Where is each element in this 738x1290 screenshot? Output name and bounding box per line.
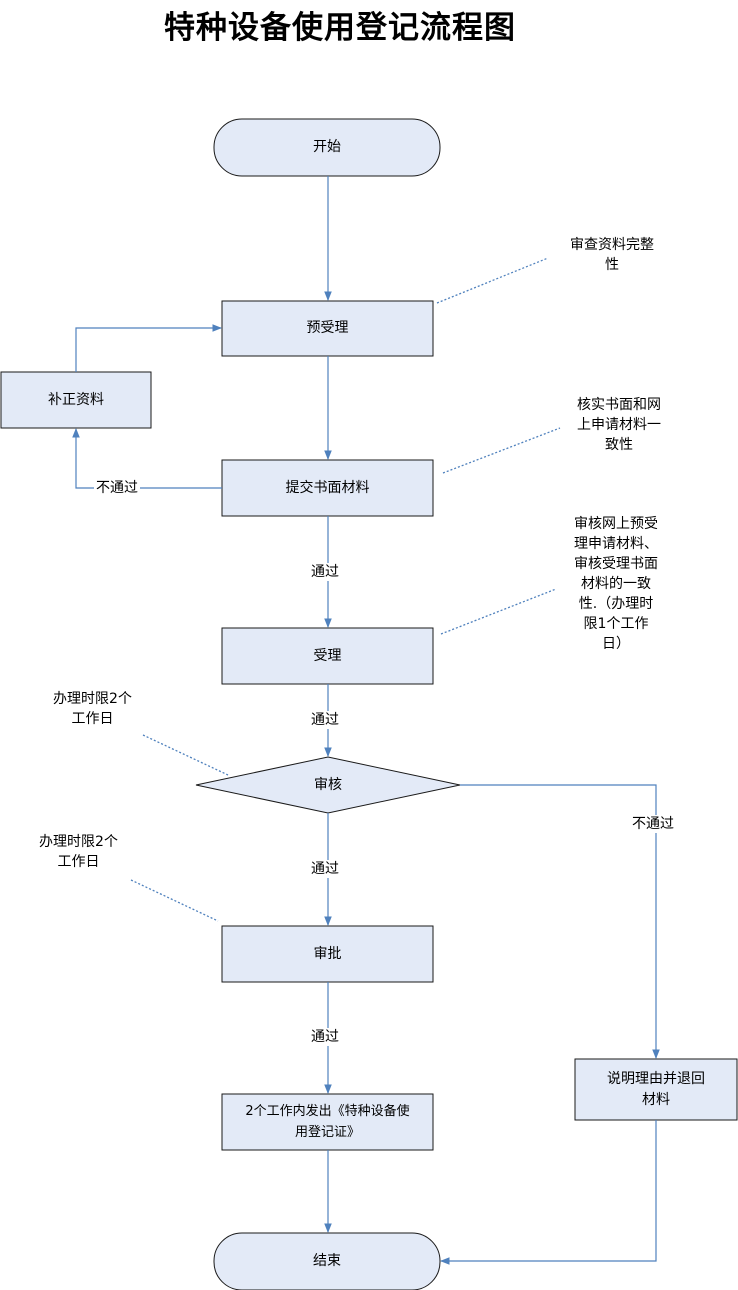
accept-box: [221, 627, 434, 685]
edge-label-approve-pass: 通过: [309, 1028, 341, 1046]
note-line: 工作日: [57, 854, 100, 870]
issue-label-line1: 2个工作内发出《特种设备使: [245, 1104, 410, 1119]
note-line: 日）: [602, 636, 630, 652]
note-line: 材料的一致: [581, 576, 651, 592]
diagram-title: 特种设备使用登记流程图: [164, 10, 516, 46]
edge-label-submit-fail: 不通过: [94, 479, 140, 497]
pre-accept-label: 预受理: [306, 320, 349, 336]
note-connector-submit: [442, 427, 561, 474]
accept-label: 受理: [313, 647, 342, 664]
note-line: 上申请材料一: [577, 417, 661, 433]
note-line: 致性: [605, 437, 633, 453]
arrow-supplement-to-preaccept: [75, 324, 222, 372]
note-submit: 核实书面和网 上申请材料一 致性: [563, 395, 675, 455]
edge-label-accept-pass: 通过: [309, 711, 341, 729]
reject-label-line2: 材料: [642, 1091, 670, 1108]
edge-label-review-pass: 通过: [309, 860, 341, 878]
review-label: 审核: [314, 776, 342, 793]
supplement-box: [0, 371, 152, 429]
submit-box: [221, 459, 434, 517]
edge-label-submit-pass: 通过: [309, 563, 341, 581]
note-line: 审查资料完整: [570, 237, 654, 253]
note-connector-accept: [440, 588, 557, 635]
note-line: 性: [605, 257, 619, 273]
note-connector-review: [142, 734, 229, 776]
note-preaccept: 审查资料完整 性: [556, 235, 668, 275]
note-accept: 审核网上预受 理申请材料、 审核受理书面 材料的一致 性.（办理时 限1个工作 …: [560, 514, 672, 654]
approve-label: 审批: [313, 945, 342, 962]
reject-label-line1: 说明理由并退回: [607, 1070, 705, 1087]
note-connector-approve: [130, 879, 219, 922]
start-terminal: [213, 118, 441, 177]
issue-label: 2个工作内发出《特种设备使 用登记证》: [222, 1094, 433, 1150]
end-terminal: [213, 1232, 441, 1290]
arrow-reject-to-end: [440, 1120, 657, 1265]
submit-label: 提交书面材料: [285, 479, 370, 496]
note-line: 限1个工作: [583, 616, 649, 632]
reject-label: 说明理由并退回 材料: [575, 1059, 737, 1120]
issue-label-line2: 用登记证》: [294, 1125, 360, 1140]
note-line: 办理时限2个: [53, 691, 132, 707]
supplement-label: 补正资料: [48, 391, 104, 408]
note-line: 核实书面和网: [577, 397, 661, 413]
note-approve: 办理时限2个 工作日: [26, 832, 131, 872]
issue-box: [221, 1093, 434, 1151]
note-line: 工作日: [71, 711, 114, 727]
note-line: 理申请材料、: [574, 536, 658, 552]
arrow-review-to-reject: [460, 784, 660, 1059]
arrow-submit-to-supplement: [72, 428, 222, 489]
note-line: 性.（办理时: [578, 596, 654, 612]
edge-label-review-fail: 不通过: [630, 815, 676, 833]
note-line: 审核网上预受: [574, 516, 658, 532]
end-label: 结束: [313, 1253, 341, 1269]
note-line: 办理时限2个: [39, 834, 118, 850]
note-line: 审核受理书面: [574, 556, 658, 572]
note-review: 办理时限2个 工作日: [40, 689, 145, 729]
start-label: 开始: [313, 139, 341, 155]
note-connector-preaccept: [436, 257, 549, 304]
